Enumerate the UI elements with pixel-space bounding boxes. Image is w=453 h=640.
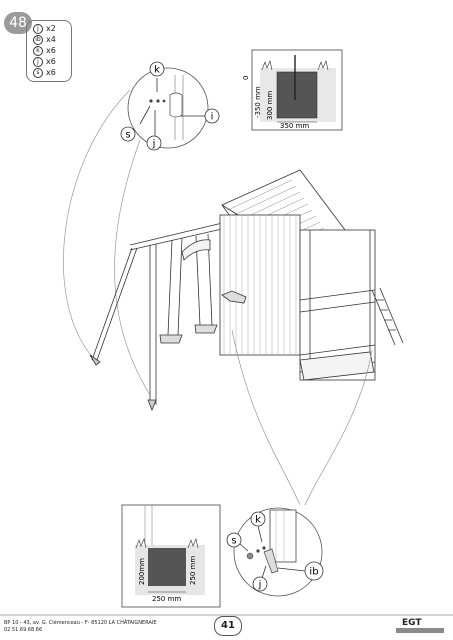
top-hole-detail: 0 -350 mm 300 mm 350 mm [242, 49, 343, 131]
part-qty: x6 [46, 57, 56, 66]
callout-ib-bottom: ib [309, 567, 318, 578]
part-letter: s [33, 68, 43, 78]
logo-bar [396, 628, 444, 633]
part-qty: x6 [46, 68, 56, 77]
playset-main-drawing [89, 169, 404, 412]
bottom-detail-callout: k s j ib [226, 507, 324, 597]
address-line2: 02.51.69.68.66 [4, 627, 43, 633]
hole-depth-total: -350 mm [254, 86, 262, 118]
logo-text: EGT [402, 618, 422, 628]
address-line1: BP 10 - 43, av. G. Clémenceau - F- 85120… [4, 620, 157, 626]
callout-k-bottom: k [255, 515, 261, 526]
part-letter: ib [33, 35, 43, 45]
callout-j: j [152, 139, 156, 150]
part-letter: j [33, 57, 43, 67]
part-qty: x2 [46, 24, 56, 33]
callout-s-bottom: s [231, 536, 236, 547]
hole-depth-right: 250 mm [189, 556, 197, 585]
page-number: 41 [214, 616, 242, 636]
hole-width: 350 mm [280, 122, 309, 130]
egt-logo: EGT [396, 618, 444, 634]
callout-s: s [125, 130, 130, 141]
callout-j-bottom: j [258, 580, 262, 591]
hole-depth-zero: 0 [242, 76, 250, 80]
step-number: 48 [4, 12, 32, 34]
hole-depth-inner: 300 mm [266, 91, 274, 120]
bottom-hole-detail: 200mm 250 mm 250 mm [121, 504, 221, 608]
hole-bottom-width: 250 mm [152, 595, 181, 603]
part-letter: j [33, 24, 43, 34]
hole-depth-left: 200mm [138, 558, 146, 585]
part-qty: x6 [46, 46, 56, 55]
part-letter: k [33, 46, 43, 56]
callout-i: i [211, 112, 214, 123]
top-detail-callout: k s j i [120, 61, 220, 151]
part-qty: x4 [46, 35, 56, 44]
callout-k: k [154, 65, 160, 76]
footer-address: BP 10 - 43, av. G. Clémenceau - F- 85120… [4, 620, 157, 634]
